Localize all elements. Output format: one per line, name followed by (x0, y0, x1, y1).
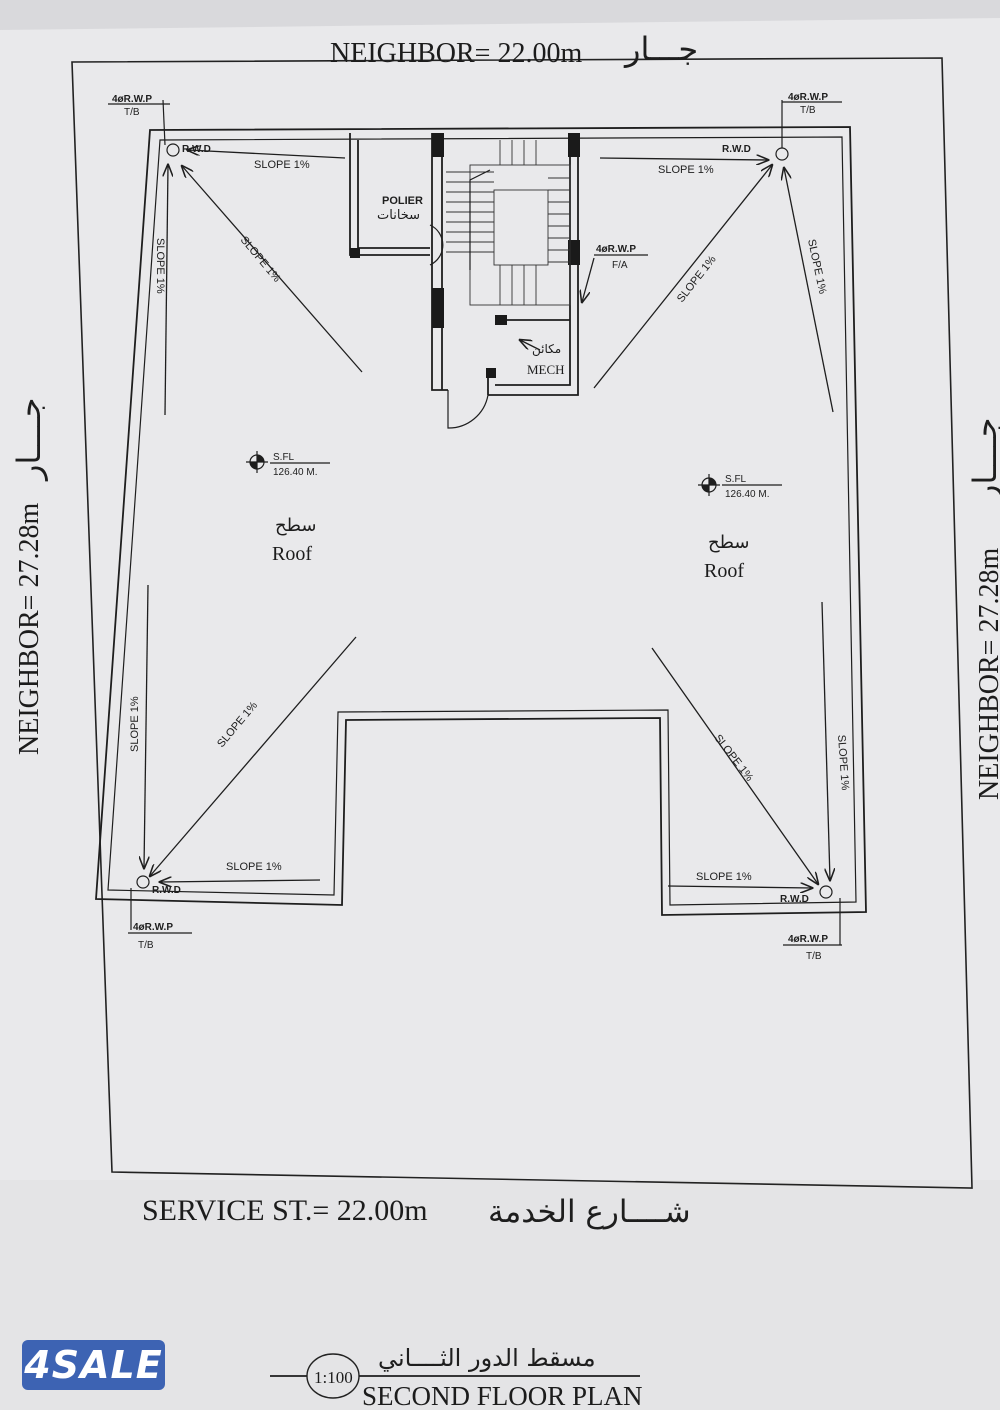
right-neighbor-arabic: جــــار (966, 418, 1000, 502)
level-marker-left (246, 451, 268, 473)
slope-label-8: SLOPE 1% (129, 696, 141, 752)
mech-label: MECH (527, 362, 565, 377)
left-neighbor-label: NEIGHBOR= 27.28m (14, 503, 45, 755)
right-neighbor-label: NEIGHBOR= 27.28m (974, 548, 1000, 800)
scale-label: 1:100 (314, 1368, 353, 1387)
mech-arabic: مكائن (532, 342, 561, 357)
left-neighbor-arabic: جــــار (10, 398, 48, 482)
roof-left-label: Roof (272, 543, 312, 565)
slope-label-11: SLOPE 1% (835, 734, 851, 791)
paper-sheet (0, 18, 1000, 1410)
top-neighbor-arabic: جـــار (623, 30, 698, 68)
fa-stair: F/A (612, 260, 628, 271)
slope-arrows (144, 150, 833, 888)
4sale-logo-text: 4SALE (24, 1343, 163, 1387)
drain-top-left (162, 99, 180, 157)
drain-top-right (775, 100, 789, 161)
slope-label-1: SLOPE 1% (254, 159, 310, 171)
drain-bottom-left (130, 875, 150, 930)
polier-label: POLIER (382, 195, 423, 207)
floor-title-arabic: مسقط الدور الثــــاني (378, 1344, 596, 1372)
slope-label-12: SLOPE 1% (696, 871, 752, 883)
plot-boundary (71, 57, 973, 1189)
rwd-top-right: R.W.D (722, 144, 751, 155)
rwd-bottom-right: R.W.D (780, 894, 809, 905)
title-block (270, 1353, 640, 1399)
rwp-stair: 4øR.W.P (596, 244, 636, 255)
slope-label-9: SLOPE 1% (226, 861, 282, 873)
drain-bottom-right (819, 885, 841, 945)
level-marker-right (698, 474, 720, 496)
tb-bottom-left: T/B (138, 940, 154, 951)
building-parapet-inner (107, 136, 857, 906)
paper-lower (0, 1180, 1000, 1410)
slope-label-3: SLOPE 1% (154, 238, 166, 294)
bottom-street-label: SERVICE ST.= 22.00m (142, 1194, 428, 1227)
rwp-bottom-right: 4øR.W.P (788, 934, 828, 945)
rwp-top-right: 4øR.W.P (788, 92, 828, 103)
level-left-value: 126.40 M. (273, 467, 317, 478)
sfl-left: S.FL (273, 452, 295, 463)
floor-title: SECOND FLOOR PLAN (362, 1381, 643, 1410)
level-right-value: 126.40 M. (725, 489, 769, 500)
slope-label-4: SLOPE 1% (658, 164, 714, 176)
roof-right-label: Roof (704, 560, 744, 582)
rwp-bottom-left: 4øR.W.P (133, 922, 173, 933)
sfl-right: S.FL (725, 474, 747, 485)
roof-right-arabic: سطح (708, 532, 749, 553)
roof-left-arabic: سطح (275, 515, 316, 536)
building-outline-outer (95, 126, 867, 916)
stair-core (349, 133, 580, 429)
polier-arabic: سخانات (377, 208, 420, 223)
rwd-top-left: R.W.D (182, 144, 211, 155)
tb-top-right: T/B (800, 105, 816, 116)
tb-top-left: T/B (124, 107, 140, 118)
top-neighbor-label: NEIGHBOR= 22.00m (330, 38, 582, 69)
tb-bottom-right: T/B (806, 951, 822, 962)
rwp-top-left: 4øR.W.P (112, 94, 152, 105)
bottom-street-arabic: شــــارع الخدمة (488, 1194, 691, 1230)
4sale-logo-badge: 4SALE (22, 1340, 165, 1390)
rwd-bottom-left: R.W.D (152, 885, 181, 896)
